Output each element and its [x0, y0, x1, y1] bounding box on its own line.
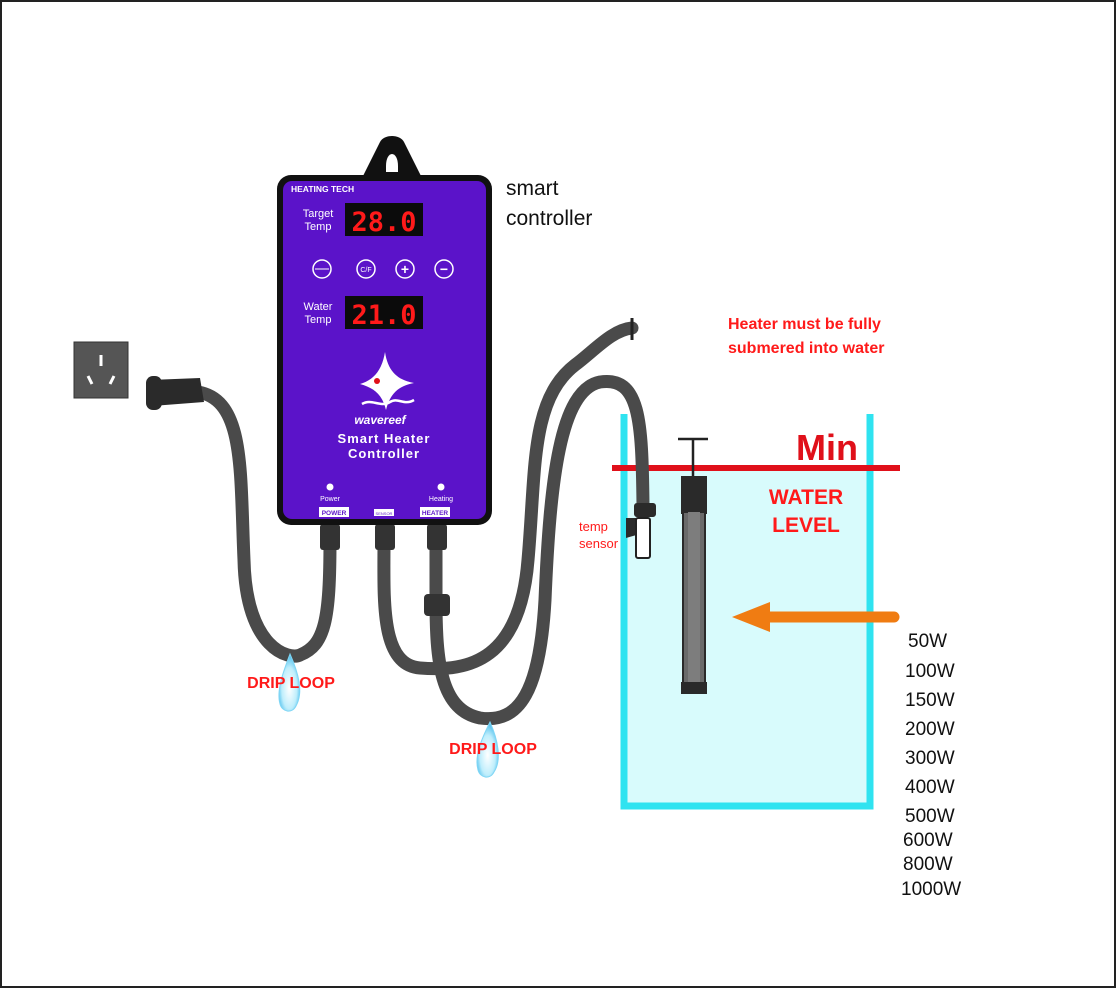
target-label-line1: Target: [303, 208, 334, 220]
heater-port-badge: [420, 507, 450, 517]
control-buttons: C/F + −: [312, 259, 454, 279]
cf-button-label: C/F: [360, 267, 371, 274]
power-cable: [191, 385, 337, 663]
wattage-item: 400W: [905, 777, 955, 798]
sensor-connector: [375, 524, 395, 550]
power-plug: [146, 376, 204, 410]
heating-led: [437, 483, 445, 491]
wattage-item: 150W: [905, 690, 955, 711]
brand-name: wavereef: [354, 413, 406, 427]
target-display: [345, 203, 423, 236]
heater-note-line1: Heater must be fully: [728, 316, 881, 333]
sensor-cable: [377, 321, 639, 676]
minus-button-label: −: [440, 261, 448, 277]
smart-controller-caption-line1: smart: [506, 177, 559, 200]
aquarium-heater: [678, 437, 708, 694]
water-drop-icon: [476, 720, 499, 778]
target-temp-value: 28.0: [351, 207, 416, 238]
water-label-line2: Temp: [305, 314, 332, 326]
water-display: [345, 296, 423, 329]
heater-arrow-icon: [732, 602, 900, 632]
minus-button[interactable]: [434, 259, 454, 279]
wall-outlet-icon: [73, 341, 129, 399]
wattage-item: 600W: [903, 830, 953, 851]
water-label-line1: Water: [304, 301, 333, 313]
brand-tag: HEATING TECH: [291, 184, 354, 194]
wattage-item: 800W: [903, 854, 953, 875]
water-level-label-line1: WATER: [769, 486, 843, 509]
plus-button[interactable]: [395, 259, 415, 279]
wattage-item: 500W: [905, 806, 955, 827]
wattage-item: 50W: [908, 631, 947, 652]
smart-controller-caption-line2: controller: [506, 207, 592, 230]
wavereef-logo-icon: [360, 352, 415, 410]
power-port-badge: [319, 507, 349, 517]
product-name-line1: Smart Heater: [338, 431, 431, 446]
heater-connector: [427, 524, 447, 550]
sensor-port-badge: [374, 509, 394, 516]
power-connector: [320, 524, 340, 550]
heating-led-label: Heating: [429, 496, 453, 503]
wattage-item: 200W: [905, 719, 955, 740]
min-label: Min: [796, 427, 858, 468]
smart-controller: HEATING TECH Target Temp 28.0 C/F + − Wa…: [277, 136, 492, 525]
temp-sensor-label-line2: sensor: [579, 536, 619, 551]
cf-button[interactable]: [356, 259, 376, 279]
connectors: [320, 524, 450, 616]
drip-loop-label-left: DRIP LOOP: [247, 675, 335, 692]
power-port-label: POWER: [322, 510, 347, 517]
water-temp-value: 21.0: [351, 300, 416, 331]
heater-port-label: HEATER: [422, 510, 449, 517]
wattage-item: 1000W: [901, 879, 961, 900]
cables: [191, 321, 650, 726]
product-name-line2: Controller: [348, 446, 420, 461]
temp-sensor-probe: [626, 503, 656, 559]
temp-sensor-label-line1: temp: [579, 519, 608, 534]
power-led: [326, 483, 334, 491]
target-label-line2: Temp: [305, 221, 332, 233]
sensor-port-label: SENSOR: [376, 511, 393, 516]
drip-loop-label-right: DRIP LOOP: [449, 741, 537, 758]
wattage-item: 300W: [905, 748, 955, 769]
plus-button-label: +: [401, 261, 409, 277]
set-button[interactable]: [312, 259, 332, 279]
power-led-label: Power: [320, 496, 341, 503]
inline-cable-clip: [424, 594, 450, 616]
tank-walls: [620, 414, 874, 810]
water-drop-icon: [278, 652, 301, 712]
tank-water: [624, 470, 870, 806]
wattage-list: 50W 100W 150W 200W 300W 400W 500W 600W 800W 1000W: [901, 631, 961, 900]
wattage-item: 100W: [905, 661, 955, 682]
heater-note-line2: submered into water: [728, 340, 884, 357]
hanger-hole: [386, 154, 398, 172]
heater-cable: [429, 374, 650, 726]
water-level-label-line2: LEVEL: [772, 514, 840, 537]
aquarium-tank: [620, 414, 874, 810]
